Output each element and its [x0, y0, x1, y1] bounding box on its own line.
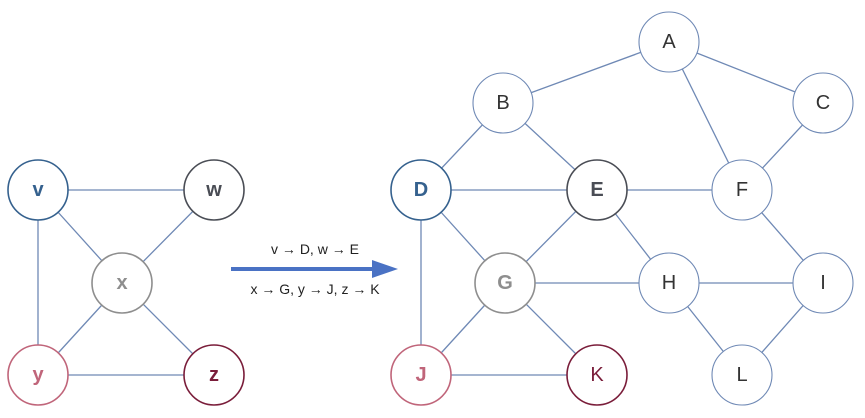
target-node-label-J: J — [415, 364, 426, 386]
target-node-circle-E — [566, 159, 628, 221]
target-node-circle-A — [638, 11, 700, 73]
target-node-label-G: G — [497, 272, 513, 294]
target-node-label-C: C — [816, 92, 830, 114]
target-node-I: I — [792, 252, 854, 314]
pattern-node-circle-y — [7, 344, 69, 406]
target-node-label-K: K — [590, 364, 604, 386]
target-node-K: K — [566, 344, 628, 406]
mapping-text-line2: x → G, y → J, z → K — [250, 281, 380, 297]
target-node-J: J — [390, 344, 452, 406]
pattern-node-label-y: y — [32, 364, 44, 386]
target-node-circle-L — [711, 344, 773, 406]
target-node-H: H — [638, 252, 700, 314]
mapping-text-line1: v → D, w → E — [271, 241, 359, 257]
target-node-L: L — [711, 344, 773, 406]
target-node-label-B: B — [496, 92, 509, 114]
pattern-node-v: v — [7, 159, 69, 221]
pattern-node-circle-x — [91, 252, 153, 314]
pattern-node-w: w — [183, 159, 245, 221]
nodes-layer: v w x y z A B C D E F G H I J K L — [7, 11, 854, 406]
mapping-arrow-group: v → D, w → E x → G, y → J, z → K — [231, 241, 398, 297]
target-node-F: F — [711, 159, 773, 221]
target-node-D: D — [390, 159, 452, 221]
pattern-node-label-v: v — [32, 179, 44, 201]
target-node-label-H: H — [662, 272, 676, 294]
target-node-label-A: A — [662, 31, 676, 53]
target-node-circle-D — [390, 159, 452, 221]
target-node-circle-J — [390, 344, 452, 406]
target-node-circle-G — [474, 252, 536, 314]
target-node-C: C — [792, 72, 854, 134]
target-node-A: A — [638, 11, 700, 73]
target-node-B: B — [472, 72, 534, 134]
target-node-label-L: L — [736, 364, 747, 386]
target-node-label-E: E — [590, 179, 603, 201]
pattern-node-y: y — [7, 344, 69, 406]
pattern-node-z: z — [183, 344, 245, 406]
pattern-node-label-w: w — [205, 179, 222, 201]
target-node-circle-B — [472, 72, 534, 134]
target-node-circle-H — [638, 252, 700, 314]
target-node-label-D: D — [414, 179, 428, 201]
pattern-node-label-z: z — [209, 364, 219, 386]
target-node-circle-C — [792, 72, 854, 134]
target-node-label-I: I — [820, 272, 826, 294]
pattern-node-circle-z — [183, 344, 245, 406]
pattern-node-circle-v — [7, 159, 69, 221]
target-node-label-F: F — [736, 179, 748, 201]
pattern-node-x: x — [91, 252, 153, 314]
pattern-node-label-x: x — [116, 272, 127, 294]
pattern-node-circle-w — [183, 159, 245, 221]
target-node-circle-F — [711, 159, 773, 221]
target-node-G: G — [474, 252, 536, 314]
target-node-circle-K — [566, 344, 628, 406]
target-node-circle-I — [792, 252, 854, 314]
mapping-arrow-head — [372, 260, 398, 278]
target-node-E: E — [566, 159, 628, 221]
